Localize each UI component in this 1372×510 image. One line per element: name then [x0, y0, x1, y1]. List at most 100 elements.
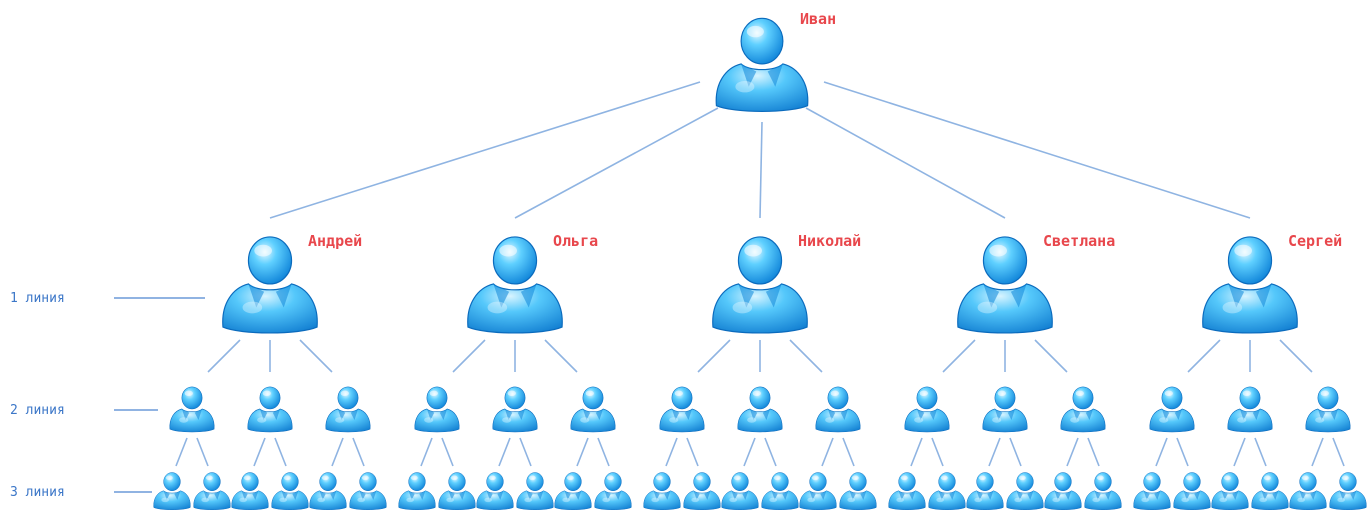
child-icon-1-3	[325, 386, 371, 433]
grandchild-icon-2-1-1	[398, 472, 436, 510]
connector-partner-3-child-3	[789, 339, 823, 373]
grandchild-icon-2-2-1	[476, 472, 514, 510]
connector-child-2-1-grandchild-2	[441, 437, 454, 467]
grandchild-icon-3-2-1	[721, 472, 759, 510]
partner-icon-3	[712, 236, 808, 334]
connector-child-5-1-grandchild-1	[1155, 437, 1168, 467]
grandchild-icon-5-3-2	[1329, 472, 1367, 510]
partner-icon-4	[957, 236, 1053, 334]
grandchild-icon-3-1-1	[643, 472, 681, 510]
child-icon-4-1	[904, 386, 950, 433]
connector-child-2-2-grandchild-1	[498, 437, 511, 467]
connector-child-3-3-grandchild-2	[842, 437, 855, 467]
connector-root-to-partner-5	[823, 81, 1251, 219]
level-label-3: 3 линия	[10, 485, 65, 500]
partner-icon-1	[222, 236, 318, 334]
connector-child-5-2-grandchild-1	[1233, 437, 1246, 467]
connector-child-5-1-grandchild-2	[1176, 437, 1189, 467]
child-icon-2-1	[414, 386, 460, 433]
grandchild-icon-5-3-1	[1289, 472, 1327, 510]
grandchild-icon-3-3-2	[839, 472, 877, 510]
connector-child-5-2-grandchild-2	[1254, 437, 1267, 467]
grandchild-icon-4-2-1	[966, 472, 1004, 510]
partner-name-1: Андрей	[308, 232, 362, 250]
connector-root-to-partner-2	[514, 107, 719, 219]
child-icon-4-3	[1060, 386, 1106, 433]
connector-lines	[175, 81, 1345, 467]
connector-partner-5-child-1	[1187, 339, 1221, 373]
connector-partner-3-child-1	[697, 339, 731, 373]
grandchild-icon-2-2-2	[516, 472, 554, 510]
connector-child-1-2-grandchild-2	[274, 437, 287, 467]
connector-child-1-3-grandchild-1	[331, 437, 344, 467]
connector-child-5-3-grandchild-1	[1311, 437, 1324, 467]
connector-child-2-3-grandchild-2	[597, 437, 610, 467]
partner-name-5: Сергей	[1288, 232, 1342, 250]
root-person-icon	[715, 17, 809, 112]
grandchild-icon-2-3-2	[594, 472, 632, 510]
connector-child-3-1-grandchild-2	[686, 437, 699, 467]
child-icon-5-3	[1305, 386, 1351, 433]
grandchild-icon-4-1-1	[888, 472, 926, 510]
partner-name-3: Николай	[798, 232, 861, 250]
level-label-2: 2 линия	[10, 403, 65, 418]
grandchild-icon-5-1-2	[1173, 472, 1211, 510]
connector-child-1-2-grandchild-1	[253, 437, 266, 467]
grandchild-icon-1-3-1	[309, 472, 347, 510]
connector-child-4-2-grandchild-2	[1009, 437, 1022, 467]
connector-root-to-partner-1	[269, 81, 701, 219]
connector-partner-1-child-3	[299, 339, 333, 373]
connector-partner-2-child-3	[544, 339, 578, 373]
connector-child-4-2-grandchild-1	[988, 437, 1001, 467]
grandchild-icon-4-1-2	[928, 472, 966, 510]
grandchild-icon-1-1-2	[193, 472, 231, 510]
child-icon-2-3	[570, 386, 616, 433]
connector-partner-1-child-1	[207, 339, 241, 373]
grandchild-icon-3-3-1	[799, 472, 837, 510]
child-icon-2-2	[492, 386, 538, 433]
child-icon-5-1	[1149, 386, 1195, 433]
connector-partner-5-child-3	[1279, 339, 1313, 373]
grandchild-icon-2-3-1	[554, 472, 592, 510]
child-icon-3-2	[737, 386, 783, 433]
connector-partner-2-child-1	[452, 339, 486, 373]
connector-child-4-3-grandchild-1	[1066, 437, 1079, 467]
connector-child-4-1-grandchild-1	[910, 437, 923, 467]
connector-root-to-partner-3	[759, 121, 763, 219]
grandchild-icon-3-2-2	[761, 472, 799, 510]
grandchild-icon-5-1-1	[1133, 472, 1171, 510]
level-labels: 1 линия 2 линия 3 линия	[10, 291, 205, 500]
connector-child-2-2-grandchild-2	[519, 437, 532, 467]
connector-child-4-1-grandchild-2	[931, 437, 944, 467]
grandchild-icon-1-3-2	[349, 472, 387, 510]
grandchild-icon-1-1-1	[153, 472, 191, 510]
connector-child-2-1-grandchild-1	[420, 437, 433, 467]
connector-child-1-3-grandchild-2	[352, 437, 365, 467]
level-label-1: 1 линия	[10, 291, 65, 306]
connector-child-3-3-grandchild-1	[821, 437, 834, 467]
child-icon-3-1	[659, 386, 705, 433]
connector-partner-4-child-1	[942, 339, 976, 373]
connector-child-1-1-grandchild-1	[175, 437, 188, 467]
child-icon-1-2	[247, 386, 293, 433]
connector-child-1-1-grandchild-2	[196, 437, 209, 467]
connector-child-3-2-grandchild-2	[764, 437, 777, 467]
connector-child-3-1-grandchild-1	[665, 437, 678, 467]
grandchild-icon-1-2-2	[271, 472, 309, 510]
connector-child-5-3-grandchild-2	[1332, 437, 1345, 467]
partner-icon-2	[467, 236, 563, 334]
connector-child-4-3-grandchild-2	[1087, 437, 1100, 467]
grandchild-icon-1-2-1	[231, 472, 269, 510]
grandchild-icon-4-2-2	[1006, 472, 1044, 510]
connector-root-to-partner-4	[805, 107, 1006, 219]
grandchild-icon-5-2-1	[1211, 472, 1249, 510]
child-icon-4-2	[982, 386, 1028, 433]
child-icon-3-3	[815, 386, 861, 433]
grandchild-icon-4-3-1	[1044, 472, 1082, 510]
grandchild-icon-3-1-2	[683, 472, 721, 510]
child-icon-5-2	[1227, 386, 1273, 433]
root-name: Иван	[800, 10, 836, 28]
connector-child-3-2-grandchild-1	[743, 437, 756, 467]
